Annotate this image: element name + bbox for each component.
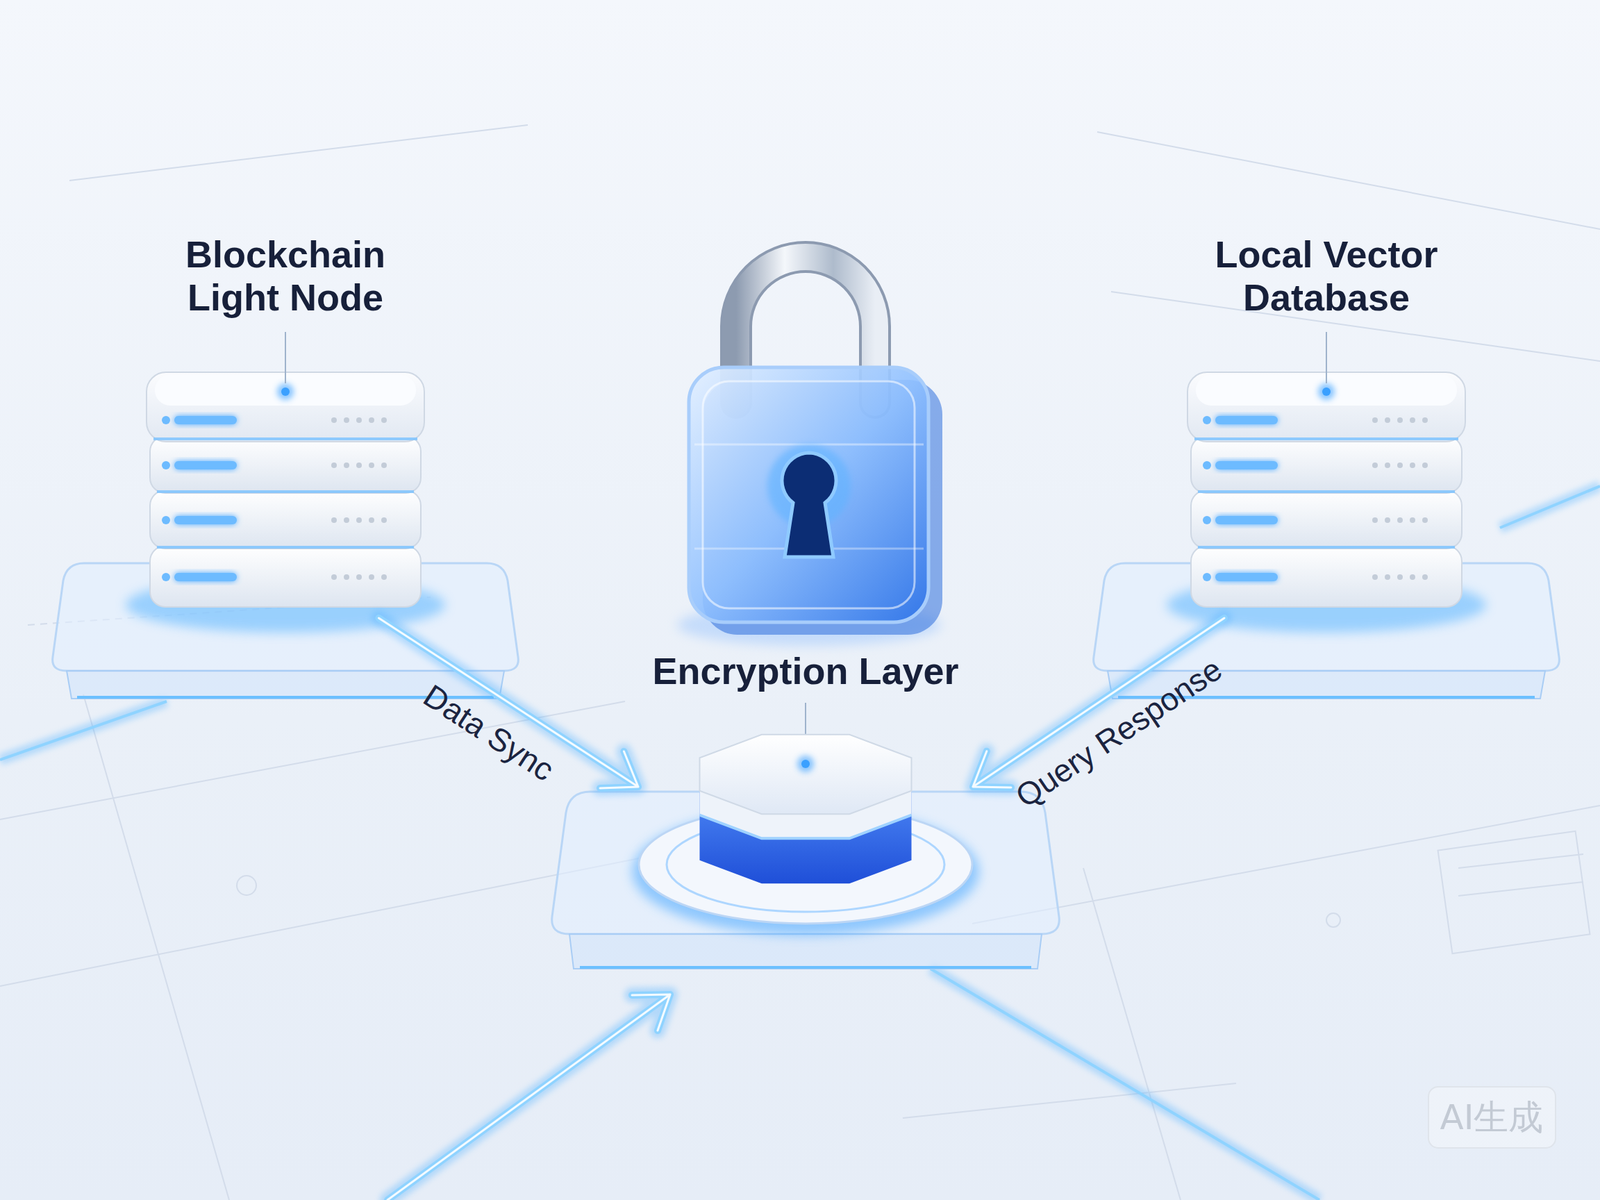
node-label: Blockchain Light Node (153, 232, 418, 319)
server-stack (52, 372, 519, 699)
incoming-arrow (387, 994, 671, 1200)
watermark-box (1428, 1086, 1556, 1148)
device-node: Encryption Layer (638, 649, 973, 900)
node-label: Encryption Layer (652, 649, 959, 693)
padlock-icon (677, 256, 943, 646)
flow-arrow-stroke (378, 618, 639, 789)
server-stack (1093, 372, 1560, 699)
flow-arrow-stroke (378, 618, 639, 789)
flow-arrow-stroke (378, 618, 639, 789)
node-label: Local Vector Database (1194, 232, 1459, 319)
device-node: Blockchain Light Node (139, 232, 432, 619)
blueprint-grid (0, 125, 1600, 1200)
flow-arrow (378, 618, 639, 789)
watermark: AI生成 (1440, 1094, 1544, 1141)
device-node: Local Vector Database (1180, 232, 1473, 619)
